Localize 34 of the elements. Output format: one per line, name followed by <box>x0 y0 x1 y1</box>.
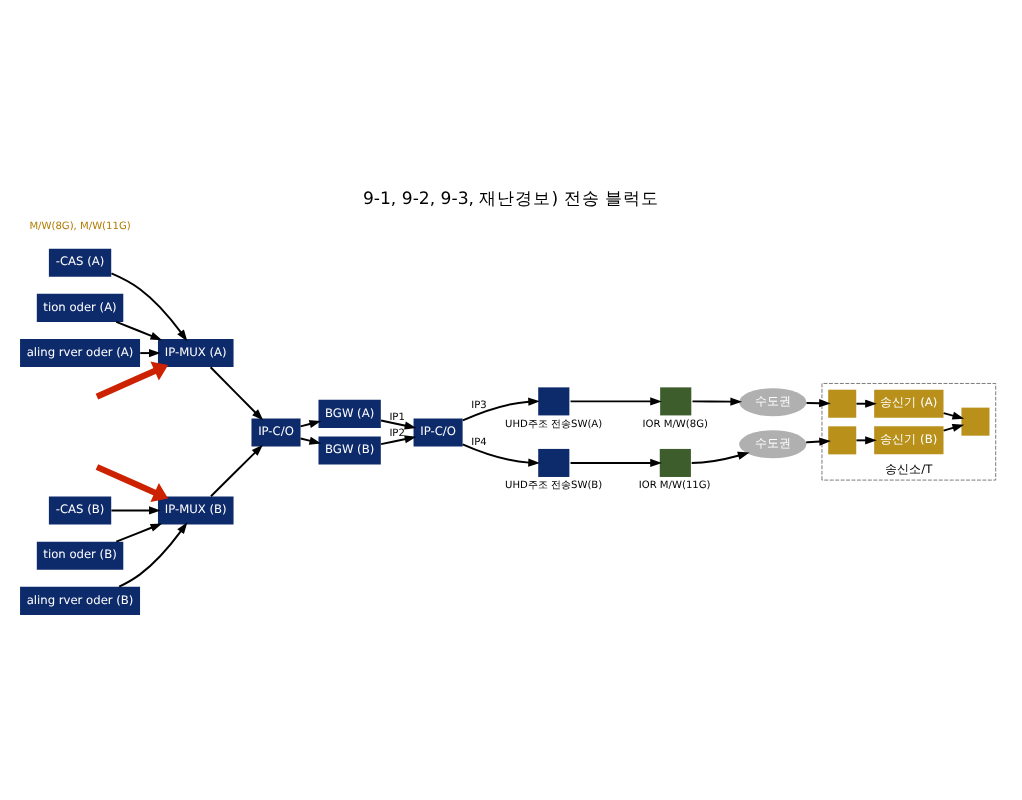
node-box <box>828 425 857 454</box>
arrow <box>805 398 831 407</box>
arrow <box>210 443 263 497</box>
arrow <box>139 347 161 357</box>
arrow <box>299 435 322 444</box>
arrow <box>461 442 540 466</box>
arrow <box>855 435 877 444</box>
arrow <box>209 365 264 420</box>
arrow <box>380 418 417 429</box>
node-box <box>961 406 990 435</box>
arrow <box>805 436 831 445</box>
node-box <box>538 386 570 415</box>
arrow <box>942 422 965 431</box>
node-box <box>538 447 570 476</box>
arrow <box>461 396 540 421</box>
arrow <box>299 419 322 427</box>
arrow <box>569 457 662 467</box>
arrow <box>95 360 169 399</box>
arrow <box>110 505 161 514</box>
node-box <box>659 447 691 476</box>
arrow <box>110 271 188 341</box>
arrow <box>691 396 743 405</box>
arrow <box>95 463 169 502</box>
diagram-title: 9-1, 9-2, 9-3, 재난경보) 전송 블럭도 <box>362 188 660 209</box>
arrow <box>855 398 877 407</box>
arrow <box>115 522 163 542</box>
node-box <box>828 388 857 417</box>
arrow <box>118 521 188 587</box>
arrow <box>690 450 750 463</box>
node-box <box>660 386 692 415</box>
arrow <box>380 434 417 445</box>
arrow <box>942 410 965 419</box>
arrow <box>115 319 163 340</box>
arrow <box>569 396 662 405</box>
